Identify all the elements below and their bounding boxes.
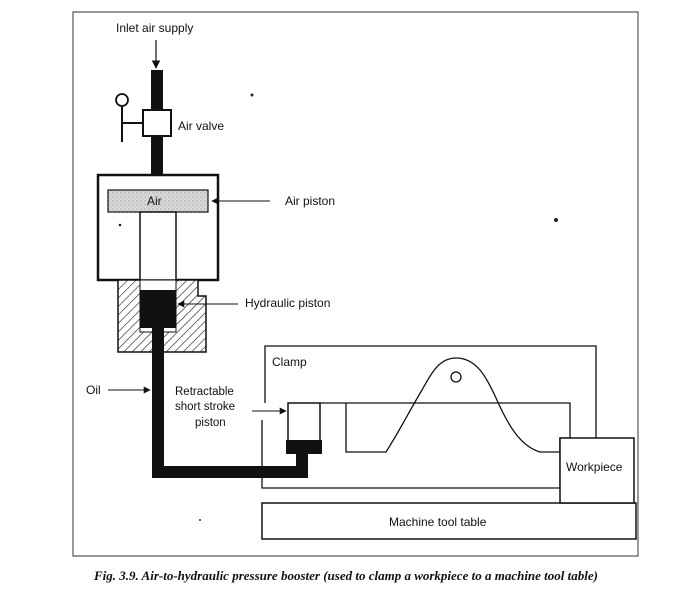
piston-rod bbox=[139, 211, 177, 291]
clamp-lever bbox=[320, 357, 571, 453]
air-label: Air bbox=[147, 194, 162, 208]
hydraulic-piston bbox=[140, 290, 176, 328]
oil-line bbox=[152, 328, 308, 478]
clamp-body-outline bbox=[264, 345, 597, 438]
retractable-label-line1: Retractable bbox=[175, 386, 234, 398]
machine-tool-table bbox=[261, 502, 637, 540]
scan-speck bbox=[199, 519, 201, 521]
clamp-pivot bbox=[450, 371, 462, 383]
retractable-label-line2: short stroke bbox=[175, 401, 235, 413]
workpiece-label: Workpiece bbox=[566, 460, 623, 474]
retractable-piston-head bbox=[286, 440, 322, 454]
retractable-label-line3: piston bbox=[195, 417, 226, 429]
figure-frame bbox=[72, 11, 639, 557]
scan-speck bbox=[554, 218, 558, 222]
clamp-label: Clamp bbox=[272, 355, 307, 369]
air-piston-label: Air piston bbox=[285, 194, 335, 208]
air-valve-label: Air valve bbox=[178, 119, 224, 133]
retractable-piston-cylinder bbox=[287, 402, 321, 442]
air-valve bbox=[115, 93, 172, 142]
oil-label: Oil bbox=[86, 383, 101, 397]
inlet-air-supply-label: Inlet air supply bbox=[116, 21, 193, 35]
hydraulic-piston-label: Hydraulic piston bbox=[245, 296, 330, 310]
scan-speck bbox=[250, 93, 254, 97]
scan-speck bbox=[118, 223, 122, 227]
figure-caption: Fig. 3.9. Air-to-hydraulic pressure boos… bbox=[94, 568, 598, 583]
machine-tool-table-label: Machine tool table bbox=[389, 515, 487, 529]
workpiece bbox=[559, 437, 635, 504]
